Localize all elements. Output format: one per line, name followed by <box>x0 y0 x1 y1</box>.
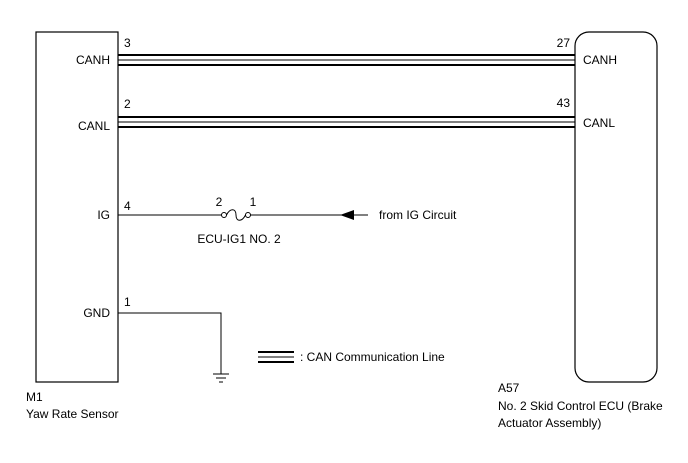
right-component-code: A57 <box>498 381 520 395</box>
left-canl-label: CANL <box>78 119 110 133</box>
canh-bus-line <box>118 54 575 66</box>
ig-source-label: from IG Circuit <box>379 208 457 222</box>
right-canh-pin-number: 27 <box>557 36 571 50</box>
left-component-code: M1 <box>26 390 43 404</box>
fuse-pin-right: 1 <box>250 195 257 209</box>
left-component-name: Yaw Rate Sensor <box>26 407 119 421</box>
fuse-symbol <box>221 209 251 221</box>
legend-text: : CAN Communication Line <box>300 350 445 364</box>
left-canh-pin-number: 3 <box>124 36 131 50</box>
fuse-name: ECU-IG1 NO. 2 <box>197 232 281 246</box>
left-canl-pin-number: 2 <box>124 97 131 111</box>
left-canh-label: CANH <box>76 53 110 67</box>
left-gnd-pin-number: 1 <box>124 295 131 309</box>
legend-can-symbol <box>258 351 294 363</box>
right-canl-label: CANL <box>583 116 615 130</box>
left-ig-pin-number: 4 <box>124 199 131 213</box>
skid-control-ecu-box <box>574 31 658 383</box>
gnd-wire <box>118 312 222 374</box>
left-ig-label: IG <box>97 208 110 222</box>
right-component-name-line2: Actuator Assembly) <box>498 416 601 430</box>
ground-icon <box>213 373 229 383</box>
canl-bus-line <box>118 116 575 128</box>
yaw-rate-sensor-box <box>35 31 119 383</box>
fuse-pin-left: 2 <box>216 195 223 209</box>
right-canh-label: CANH <box>583 53 617 67</box>
right-component-name-line1: No. 2 Skid Control ECU (Brake <box>498 399 663 413</box>
ig-source-arrow <box>340 210 354 220</box>
right-canl-pin-number: 43 <box>557 96 571 110</box>
left-gnd-label: GND <box>83 306 110 320</box>
